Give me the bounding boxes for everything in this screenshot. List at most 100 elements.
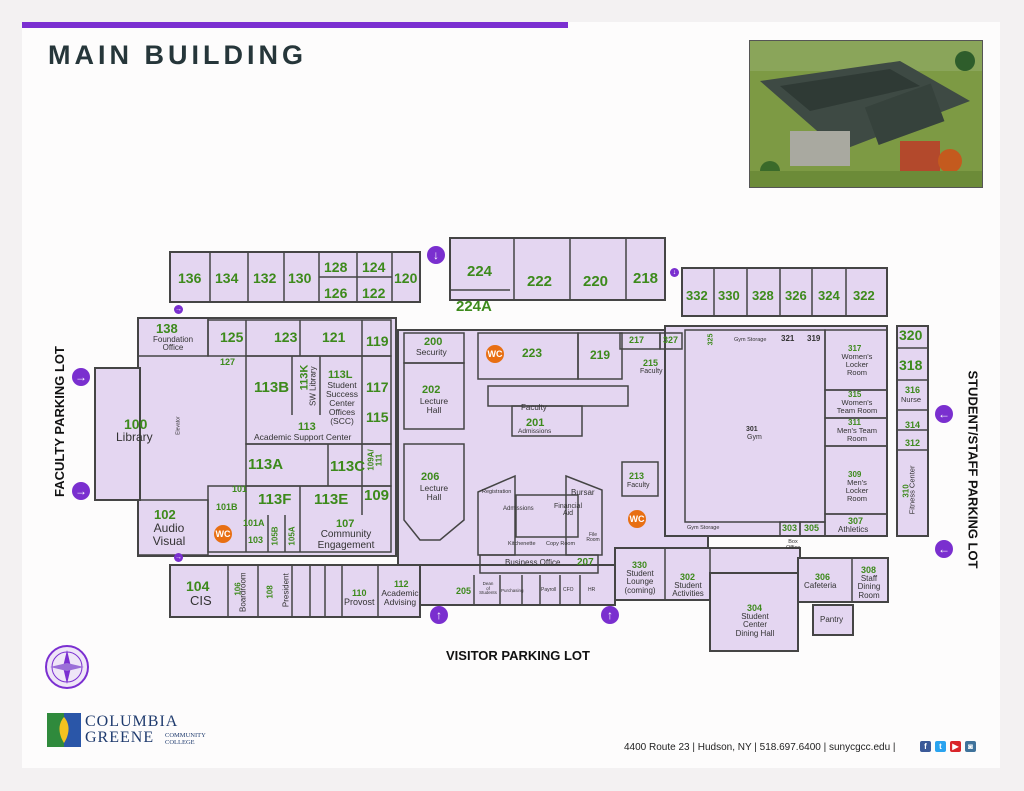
entrance-arrow-icon[interactable]: → [174, 553, 183, 562]
room-number: 130 [288, 270, 312, 286]
room-number: 109 [364, 487, 390, 504]
restroom-icon: WC [486, 345, 504, 363]
college-logo: COLUMBIA GREENE COMMUNITY COLLEGE [47, 713, 237, 749]
room-number: 224A [456, 298, 492, 315]
room-name: Men's Locker Room [845, 478, 869, 503]
room-number: 307 [848, 516, 864, 526]
twitter-icon[interactable]: t [935, 741, 946, 752]
room-name: Copy Room [546, 541, 576, 547]
gym-block [664, 325, 888, 537]
room-name: Faculty [521, 403, 547, 412]
aerial-photo [749, 40, 983, 188]
room-number: 104 [186, 578, 210, 594]
visitor-parking-lot-label: VISITOR PARKING LOT [446, 648, 590, 663]
room-name: Financial Aid [553, 503, 582, 518]
room-number: 128 [324, 259, 348, 275]
room-name: Gym Storage [687, 525, 720, 531]
room-name: File Room [586, 532, 600, 544]
room-name: Dean of Students [479, 581, 497, 596]
room-number: 206 [421, 471, 440, 483]
elevator-label: Elevator [175, 416, 182, 435]
room-name: Admissions [518, 428, 552, 435]
room-name: Purchasing [501, 588, 524, 593]
room-name: Nurse [901, 395, 922, 404]
entrance-arrow-icon[interactable]: ↑ [601, 606, 619, 624]
room-name: Admissions [503, 506, 534, 512]
room-number: 220 [583, 273, 609, 290]
dining-hall [709, 572, 799, 652]
room-name: SW Library [308, 366, 318, 406]
room-name: Registration [482, 489, 512, 495]
room-number: 136 [178, 270, 202, 286]
room-number: 223 [522, 346, 543, 360]
room-name: Men's Team Room [836, 426, 878, 443]
room-name: Bursar [571, 488, 595, 497]
room-name: Athletics [838, 525, 869, 534]
east-rooms-column [896, 325, 929, 537]
room-number: 328 [752, 288, 774, 303]
room-number: 119 [366, 333, 389, 349]
room-name: Gym [747, 434, 762, 441]
room-number: 330 [718, 288, 740, 303]
room-number: 113B [254, 379, 290, 396]
youtube-icon[interactable]: ▶ [950, 741, 961, 752]
room-name: Women's Locker Room [841, 352, 873, 377]
room-name: Staff Dining Room [857, 574, 881, 600]
room-name: Payroll [541, 587, 557, 593]
room-name: Academic Advising [381, 588, 419, 607]
room-number: 301 [746, 426, 758, 433]
entrance-arrow-icon[interactable]: → [72, 368, 90, 386]
room-number: 316 [905, 385, 921, 395]
room-number: 123 [274, 329, 298, 345]
room-number: 200 [424, 336, 443, 348]
entrance-arrow-icon[interactable]: → [72, 482, 90, 500]
room-number: 327 [663, 335, 679, 345]
room-number: 324 [818, 288, 840, 303]
room-name: Kitchenette [508, 541, 536, 547]
entrance-arrow-icon[interactable]: ← [935, 405, 953, 423]
room-name: Faculty [627, 482, 650, 489]
compass-icon [44, 644, 90, 690]
restroom-icon: WC [214, 525, 232, 543]
room-number: 322 [853, 288, 875, 303]
room-name: Lecture Hall [419, 483, 449, 502]
room-name: CIS [190, 593, 212, 608]
room-name: Cafeteria [804, 581, 837, 590]
room-number: 113C [330, 458, 366, 475]
entrance-arrow-icon[interactable]: → [174, 305, 183, 314]
entrance-arrow-icon[interactable]: ↓ [427, 246, 445, 264]
entrance-arrow-icon[interactable]: ← [935, 540, 953, 558]
facebook-icon[interactable]: f [920, 741, 931, 752]
room-number: 305 [804, 523, 820, 533]
room-number: 113F [258, 491, 292, 508]
room-number: 124 [362, 259, 386, 275]
room-number: 207 [577, 557, 594, 568]
cafeteria-block [797, 557, 889, 603]
room-number: 107 [336, 518, 355, 530]
logo-line2: GREENE [85, 729, 155, 746]
pantry-room [812, 604, 854, 636]
room-number: 101A [243, 518, 265, 528]
room-number: 213 [629, 471, 645, 481]
room-name: Provost [344, 597, 375, 607]
entrance-arrow-icon[interactable]: ↑ [430, 606, 448, 624]
room-number: 205 [456, 586, 472, 596]
room-number: 127 [220, 357, 236, 367]
room-number: 132 [253, 270, 277, 286]
room-name: Audio Visual [152, 521, 186, 548]
room-name: Security [416, 347, 447, 357]
room-name: Student Activities [672, 581, 704, 599]
room-number: 101 [232, 484, 248, 494]
room-number: 315 [848, 390, 862, 399]
restroom-icon: WC [628, 510, 646, 528]
instagram-icon[interactable]: ◙ [965, 741, 976, 752]
entrance-arrow-icon[interactable]: ↓ [670, 268, 679, 277]
room-number: 311 [848, 418, 861, 427]
room-number: 109A/ 111 [366, 449, 384, 471]
room-number: 222 [527, 273, 553, 290]
south-central-offices [419, 564, 616, 606]
room-number: 304 [747, 603, 763, 613]
north-east-rooms [681, 267, 888, 317]
room-number: 115 [366, 409, 389, 425]
room-number: 125 [220, 329, 244, 345]
